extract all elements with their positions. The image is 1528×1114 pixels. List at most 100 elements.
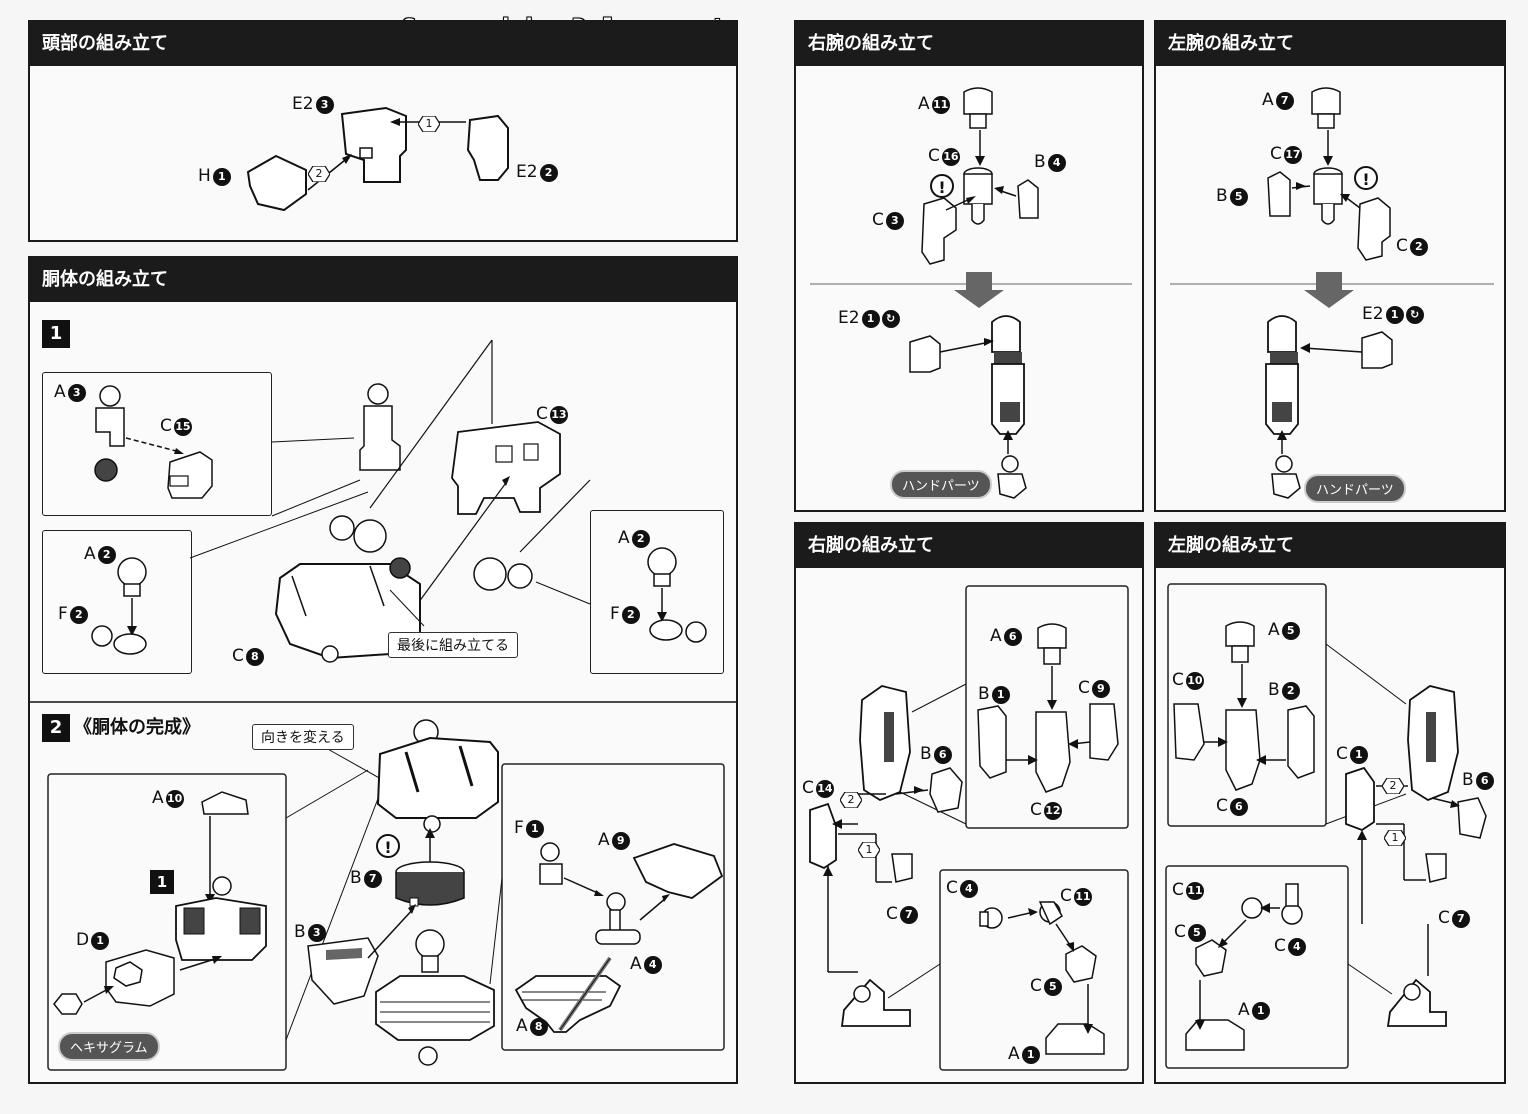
label-a8-num: 8 bbox=[529, 1018, 548, 1036]
label-c17-num: 17 bbox=[1283, 146, 1302, 164]
torso-step-1: 1 bbox=[42, 320, 70, 348]
label-left-arm-e2-1-num: 1 bbox=[1385, 306, 1404, 324]
callout-change-orientation: 向きを変える bbox=[252, 724, 354, 750]
right-hand-parts-pill: ハンドパーツ bbox=[890, 470, 992, 499]
step-hex-1: 1 bbox=[418, 116, 440, 132]
label-a2-left-letter: A bbox=[84, 544, 96, 564]
label-f1-num: 1 bbox=[525, 820, 544, 838]
label-right-leg-b6-letter: B bbox=[920, 744, 932, 764]
label-c9-num: 9 bbox=[1091, 680, 1110, 698]
left-arm-caution-icon: ! bbox=[1354, 166, 1378, 190]
label-h-1-num: 1 bbox=[212, 168, 231, 186]
label-left-leg-b6-letter: B bbox=[1462, 770, 1474, 790]
label-a4-num: 4 bbox=[643, 956, 662, 974]
hexagram-pill: ヘキサグラム bbox=[58, 1032, 160, 1061]
label-c1-num: 1 bbox=[1349, 746, 1368, 764]
label-c10-letter: C bbox=[1172, 670, 1184, 690]
label-c17-letter: C bbox=[1270, 144, 1282, 164]
label-right-leg-a1-num: 1 bbox=[1021, 1046, 1040, 1064]
label-b7-letter: B bbox=[350, 868, 362, 888]
label-f2-right-num: 2 bbox=[621, 606, 640, 624]
label-a2-left-num: 2 bbox=[97, 546, 116, 564]
label-a2-right-letter: A bbox=[618, 528, 630, 548]
right-leg-panel: 右脚の組み立て bbox=[794, 522, 1144, 1084]
torso-assembly-panel: 胴体の組み立て 1 bbox=[28, 256, 738, 1084]
label-right-leg-c11-letter: C bbox=[1060, 886, 1072, 906]
label-left-leg-c4-num: 4 bbox=[1287, 938, 1306, 956]
label-b3-num: 3 bbox=[307, 924, 326, 942]
label-right-arm-e2-1-num: 1 bbox=[861, 310, 880, 328]
label-a5-letter: A bbox=[1268, 620, 1280, 640]
cut-icon: ↻ bbox=[881, 310, 900, 328]
label-c8-num: 8 bbox=[245, 648, 264, 666]
label-f2-left-letter: F bbox=[58, 604, 68, 624]
label-b2-num: 2 bbox=[1281, 682, 1300, 700]
label-a6-letter: A bbox=[990, 626, 1002, 646]
label-a7-letter: A bbox=[1262, 90, 1274, 110]
left-leg-step-hex-1-num: 1 bbox=[1391, 831, 1399, 844]
label-e2-2-num: 2 bbox=[539, 164, 558, 182]
subbox-a2-f2-right bbox=[590, 510, 724, 674]
right-leg-step-hex-2: 2 bbox=[840, 792, 862, 808]
label-c12-letter: C bbox=[1030, 800, 1042, 820]
label-c6-num: 6 bbox=[1229, 798, 1248, 816]
label-a7-num: 7 bbox=[1275, 92, 1294, 110]
label-left-leg-c4-letter: C bbox=[1274, 936, 1286, 956]
label-c9-letter: C bbox=[1078, 678, 1090, 698]
head-assembly-title: 頭部の組み立て bbox=[30, 22, 736, 66]
label-c6-letter: C bbox=[1216, 796, 1228, 816]
label-right-leg-c4-num: 4 bbox=[959, 880, 978, 898]
label-c2-letter: C bbox=[1396, 236, 1408, 256]
torso-assembly-title: 胴体の組み立て bbox=[30, 258, 736, 302]
right-leg-step-hex-1-num: 1 bbox=[865, 843, 873, 856]
left-leg-step-hex-1: 1 bbox=[1384, 830, 1406, 846]
label-c16-num: 16 bbox=[941, 148, 960, 166]
label-right-leg-c4-letter: C bbox=[946, 878, 958, 898]
label-b1-letter: B bbox=[978, 684, 990, 704]
label-f2-right-letter: F bbox=[610, 604, 620, 624]
label-a3-letter: A bbox=[54, 382, 66, 402]
label-left-leg-c11-num: 11 bbox=[1185, 882, 1204, 900]
label-a9-letter: A bbox=[598, 830, 610, 850]
label-a3-num: 3 bbox=[67, 384, 86, 402]
label-f2-left-num: 2 bbox=[69, 606, 88, 624]
left-leg-lines bbox=[1165, 583, 1487, 1069]
label-c14-num: 14 bbox=[815, 780, 834, 798]
label-d1-letter: D bbox=[76, 930, 90, 950]
label-left-leg-a1-letter: A bbox=[1238, 1000, 1250, 1020]
label-left-leg-c11-letter: C bbox=[1172, 880, 1184, 900]
label-b1-num: 1 bbox=[991, 686, 1010, 704]
label-a10-letter: A bbox=[152, 788, 164, 808]
label-left-leg-c7-num: 7 bbox=[1451, 910, 1470, 928]
right-arm-caution-icon: ! bbox=[930, 174, 954, 198]
right-leg-step-hex-1: 1 bbox=[858, 842, 880, 858]
right-leg-title: 右脚の組み立て bbox=[796, 524, 1142, 568]
label-b4-letter: B bbox=[1034, 152, 1046, 172]
label-h-1-letter: H bbox=[198, 166, 211, 186]
label-c13-letter: C bbox=[536, 404, 548, 424]
label-right-leg-c5-num: 5 bbox=[1043, 978, 1062, 996]
label-c8-letter: C bbox=[232, 646, 244, 666]
left-leg-step-hex-2-num: 2 bbox=[1389, 779, 1397, 792]
label-a9-num: 9 bbox=[611, 832, 630, 850]
